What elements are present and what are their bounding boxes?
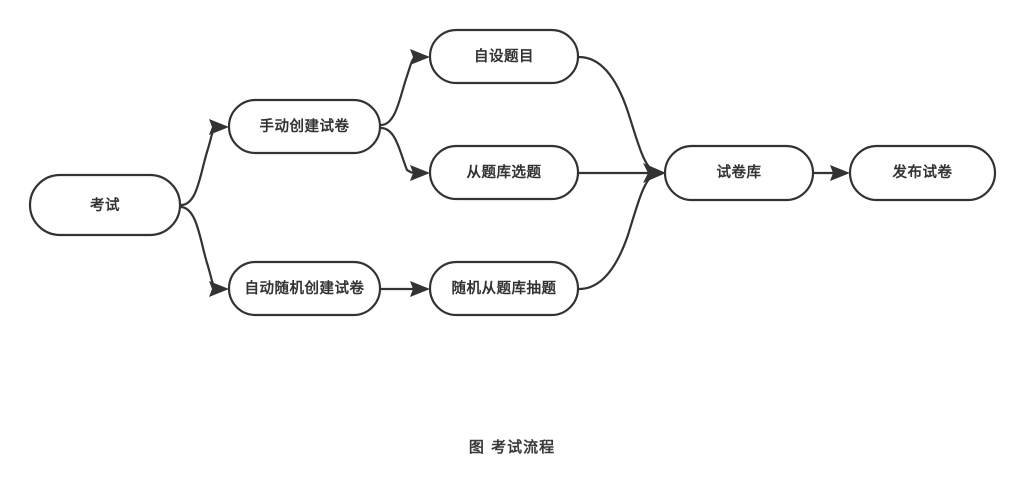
node-auto-create[interactable]: 自动随机创建试卷 xyxy=(227,260,382,317)
node-random-draw-shape[interactable] xyxy=(428,260,580,317)
node-paper-bank-label: 试卷库 xyxy=(717,163,762,181)
node-random-draw-label: 随机从题库抽题 xyxy=(452,279,557,297)
node-manual-create[interactable]: 手动创建试卷 xyxy=(227,98,382,155)
node-exam[interactable]: 考试 xyxy=(28,173,182,237)
diagram-caption: 图 考试流程 xyxy=(468,438,556,456)
node-custom-question[interactable]: 自设题目 xyxy=(428,28,580,85)
node-pick-from-bank[interactable]: 从题库选题 xyxy=(428,144,580,201)
edge-layer xyxy=(180,49,850,297)
node-manual-create-shape[interactable] xyxy=(227,98,382,155)
node-exam-label: 考试 xyxy=(90,196,120,214)
node-manual-create-label: 手动创建试卷 xyxy=(260,117,350,135)
node-paper-bank-shape[interactable] xyxy=(663,144,815,202)
arrow-head-exam-to-auto-create xyxy=(209,281,229,297)
edge-custom-question-to-paper-bank xyxy=(578,55,653,171)
arrow-head-into-paper-bank xyxy=(643,163,666,183)
arrow-head-manual-create-to-custom-question xyxy=(410,49,430,65)
edge-manual-create-to-custom-question xyxy=(380,55,419,127)
edge-exam-to-auto-create xyxy=(180,205,219,291)
edge-exam-to-manual-create xyxy=(180,125,219,207)
node-layer: 考试 手动创建试卷 自设题目 从题库选题 自动随机创建试卷 随机从题库抽题 xyxy=(28,28,997,317)
arrow-head-auto-create-to-random-draw xyxy=(410,281,430,297)
node-custom-question-shape[interactable] xyxy=(428,28,580,85)
arrow-head-paper-bank-to-publish-paper xyxy=(830,165,850,181)
node-paper-bank[interactable]: 试卷库 xyxy=(663,144,815,202)
node-pick-from-bank-shape[interactable] xyxy=(428,144,580,201)
edge-random-draw-to-paper-bank xyxy=(578,175,653,291)
arrow-head-exam-to-manual-create xyxy=(209,119,229,135)
arrow-head-manual-create-to-pick-from-bank xyxy=(410,165,430,181)
node-exam-shape[interactable] xyxy=(28,173,182,237)
node-auto-create-shape[interactable] xyxy=(227,260,382,317)
node-pick-from-bank-label: 从题库选题 xyxy=(467,163,542,181)
node-publish-paper[interactable]: 发布试卷 xyxy=(848,144,997,202)
node-custom-question-label: 自设题目 xyxy=(474,47,534,65)
node-auto-create-label: 自动随机创建试卷 xyxy=(245,279,365,297)
node-publish-paper-shape[interactable] xyxy=(848,144,997,202)
node-publish-paper-label: 发布试卷 xyxy=(892,163,953,181)
node-random-draw[interactable]: 随机从题库抽题 xyxy=(428,260,580,317)
